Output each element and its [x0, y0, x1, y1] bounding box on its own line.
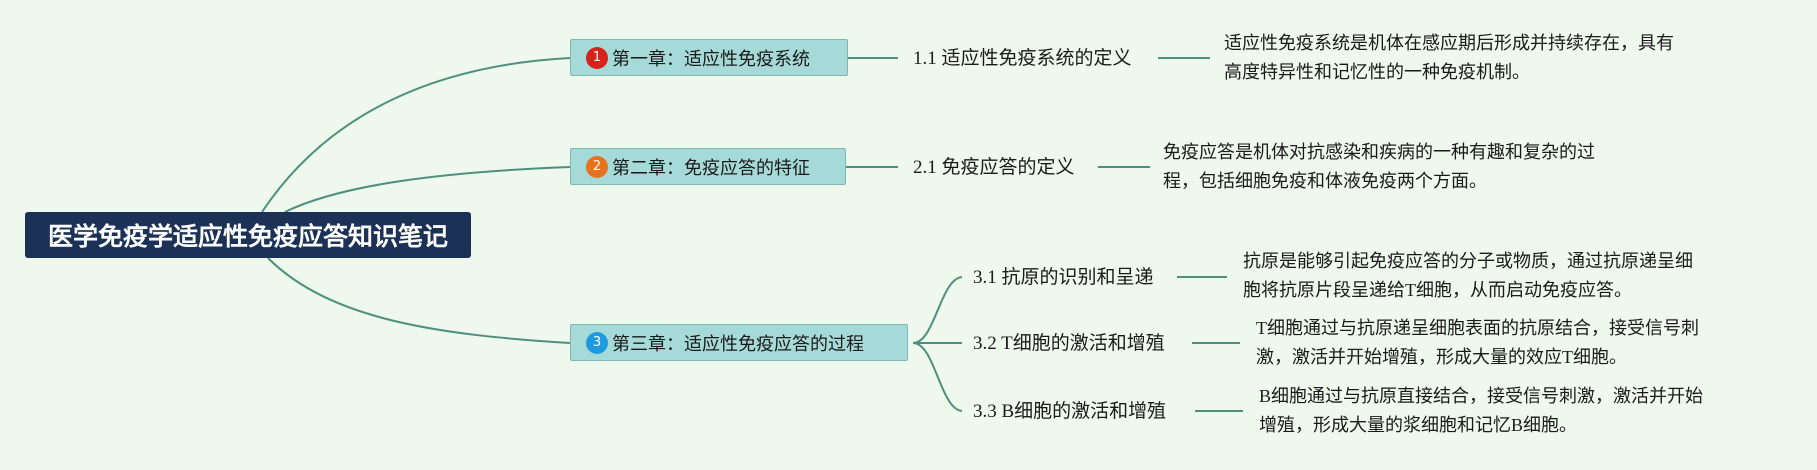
desc-line: 增殖，形成大量的浆细胞和记忆B细胞。 [1259, 415, 1578, 435]
desc-line: 适应性免疫系统是机体在感应期后形成并持续存在，具有 [1224, 33, 1674, 53]
number-badge-1: 1 [586, 46, 608, 69]
chapter-node-2[interactable]: 2 第二章：免疫应答的特征 [570, 148, 846, 185]
chapter-label-2: 第二章：免疫应答的特征 [612, 157, 810, 179]
desc-line: B细胞通过与抗原直接结合，接受信号刺激，激活并开始 [1259, 386, 1704, 406]
topic-node-2-1[interactable]: 2.1 免疫应答的定义 [913, 157, 1075, 178]
desc-node-2-1[interactable]: 免疫应答是机体对抗感染和疾病的一种有趣和复杂的过 程，包括细胞免疫和体液免疫两个… [1163, 138, 1595, 196]
desc-line: 高度特异性和记忆性的一种免疫机制。 [1224, 62, 1530, 82]
desc-node-3-3[interactable]: B细胞通过与抗原直接结合，接受信号刺激，激活并开始 增殖，形成大量的浆细胞和记忆… [1259, 382, 1703, 440]
topic-node-1-1[interactable]: 1.1 适应性免疫系统的定义 [913, 48, 1132, 69]
desc-line: 胞将抗原片段呈递给T细胞，从而启动免疫应答。 [1243, 280, 1632, 300]
root-node[interactable]: 医学免疫学适应性免疫应答知识笔记 [25, 212, 471, 258]
desc-node-3-2[interactable]: T细胞通过与抗原递呈细胞表面的抗原结合，接受信号刺 激，激活并开始增殖，形成大量… [1256, 314, 1699, 372]
chapter-node-1[interactable]: 1 第一章：适应性免疫系统 [570, 39, 848, 76]
desc-line: 程，包括细胞免疫和体液免疫两个方面。 [1163, 171, 1487, 191]
number-badge-3: 3 [586, 331, 608, 354]
desc-line: 免疫应答是机体对抗感染和疾病的一种有趣和复杂的过 [1163, 142, 1595, 162]
topic-node-3-1[interactable]: 3.1 抗原的识别和呈递 [973, 267, 1154, 288]
topic-node-3-3[interactable]: 3.3 B细胞的激活和增殖 [973, 401, 1167, 422]
desc-line: T细胞通过与抗原递呈细胞表面的抗原结合，接受信号刺 [1256, 318, 1699, 338]
topic-node-3-2[interactable]: 3.2 T细胞的激活和增殖 [973, 333, 1165, 354]
number-badge-2: 2 [586, 155, 608, 178]
desc-line: 抗原是能够引起免疫应答的分子或物质，通过抗原递呈细 [1243, 251, 1693, 271]
desc-line: 激，激活并开始增殖，形成大量的效应T细胞。 [1256, 347, 1627, 367]
chapter-label-1: 第一章：适应性免疫系统 [612, 48, 810, 70]
desc-node-3-1[interactable]: 抗原是能够引起免疫应答的分子或物质，通过抗原递呈细 胞将抗原片段呈递给T细胞，从… [1243, 247, 1693, 305]
chapter-node-3[interactable]: 3 第三章：适应性免疫应答的过程 [570, 324, 908, 361]
chapter-label-3: 第三章：适应性免疫应答的过程 [612, 333, 864, 355]
desc-node-1-1[interactable]: 适应性免疫系统是机体在感应期后形成并持续存在，具有 高度特异性和记忆性的一种免疫… [1224, 29, 1674, 87]
root-title: 医学免疫学适应性免疫应答知识笔记 [47, 222, 448, 251]
